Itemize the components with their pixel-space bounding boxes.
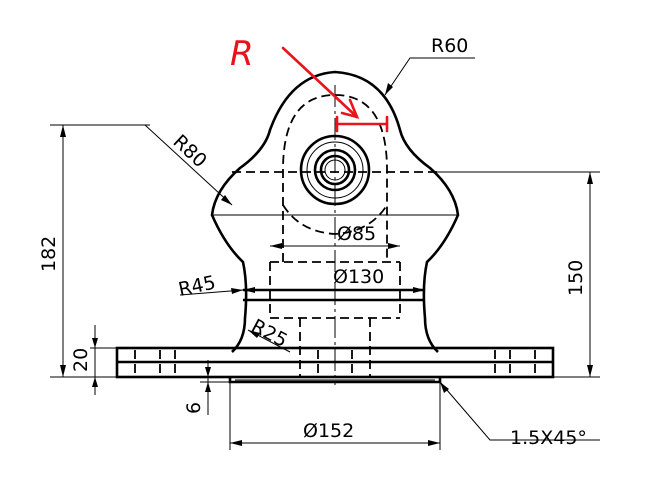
dim-150: 150 (565, 260, 587, 296)
dim-20: 20 (70, 348, 92, 372)
dim-6: 6 (183, 402, 205, 414)
dim-r25: R25 (248, 315, 291, 352)
dim-r45: R45 (176, 272, 217, 301)
annotation-r-label: R (230, 34, 254, 74)
red-annotation: R (230, 34, 389, 133)
dim-r80: R80 (169, 131, 211, 173)
dim-r60: R60 (431, 35, 468, 57)
dim-d152: Ø152 (303, 420, 354, 442)
dim-d130: Ø130 (333, 266, 384, 288)
dim-d85: Ø85 (337, 223, 376, 245)
dim-182: 182 (38, 236, 60, 272)
dimension-lines (50, 57, 600, 450)
dim-chamfer: 1.5X45° (510, 427, 587, 449)
